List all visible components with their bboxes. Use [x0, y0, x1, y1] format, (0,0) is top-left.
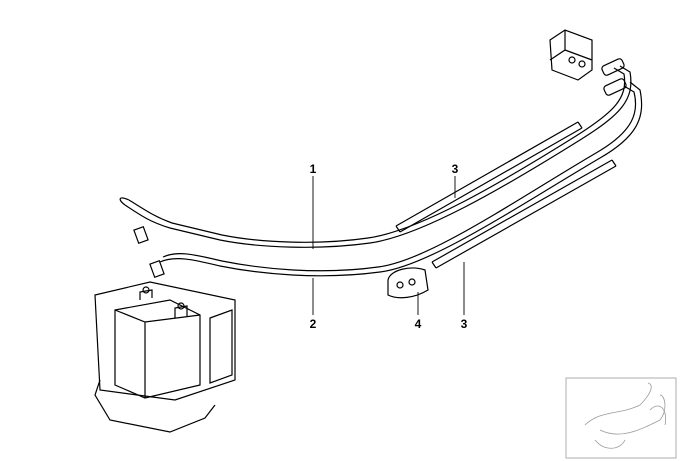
callout-3-upper: 3: [451, 162, 459, 176]
callout-3-lower: 3: [460, 317, 468, 331]
callout-4: 4: [414, 317, 422, 331]
brake-line-1: [119, 65, 632, 248]
brake-line-2: [159, 81, 643, 277]
abs-pressure-modulator: [94, 281, 236, 433]
fitting-left-upper: [133, 225, 149, 245]
fitting-left-lower: [149, 259, 165, 279]
vehicle-locator-inset: [565, 377, 677, 459]
rubber-mount: [549, 29, 593, 81]
fitting-right-lower: [603, 78, 627, 96]
callout-2: 2: [309, 317, 317, 331]
leader-lines: [312, 176, 465, 315]
protective-hose-upper: [395, 121, 583, 233]
protective-hose-lower: [431, 159, 617, 269]
line-clip: [387, 267, 429, 299]
fitting-right-upper: [601, 58, 625, 76]
callout-1: 1: [309, 162, 317, 176]
